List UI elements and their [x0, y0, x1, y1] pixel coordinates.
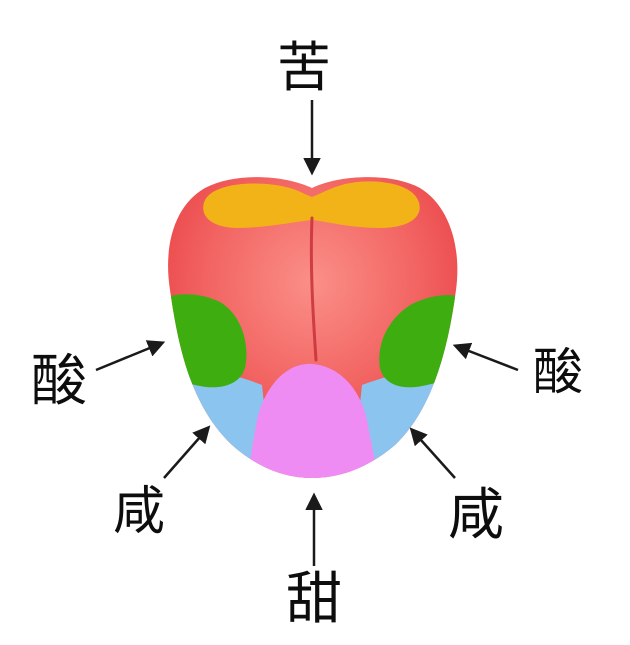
- arrow-salty-right: [409, 427, 456, 479]
- label-salty-right: 咸: [448, 483, 504, 548]
- label-bitter: 苦: [277, 36, 331, 99]
- arrow-sour-right: [452, 342, 519, 372]
- arrow-sour-left: [95, 340, 166, 372]
- tongue-groove: [309, 216, 318, 362]
- bitter-zone: [203, 181, 420, 228]
- label-sour-right: 酸: [533, 343, 583, 401]
- sweet-zone: [249, 363, 377, 478]
- arrow-salty-left: [163, 425, 211, 479]
- label-sour-left: 酸: [31, 349, 87, 414]
- label-sweet: 甜: [286, 567, 342, 632]
- label-salty-left: 咸: [112, 482, 166, 542]
